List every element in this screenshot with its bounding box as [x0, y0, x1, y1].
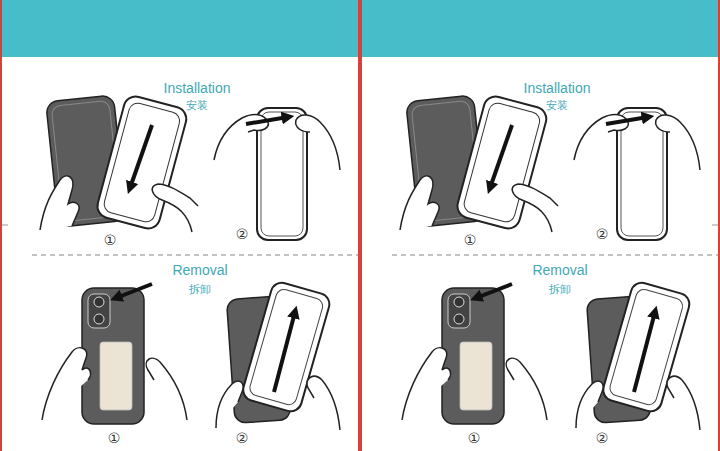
step-number: ②: [596, 431, 609, 446]
text-wrap: Installation: [164, 79, 231, 97]
section-heading: Installation: [524, 81, 591, 96]
text-wrap: ①: [468, 429, 481, 447]
instruction-panel: Installation 安装 ① ② Removal 拆卸 ① ②: [0, 0, 360, 451]
text-wrap: ①: [104, 231, 117, 249]
text-wrap: 拆卸: [189, 279, 211, 297]
text-wrap: ②: [236, 225, 249, 243]
text-wrap: Installation: [524, 79, 591, 97]
text-wrap: 拆卸: [549, 279, 571, 297]
step-number: ①: [464, 233, 477, 248]
step-number: ②: [236, 227, 249, 242]
text-wrap: ①: [108, 429, 121, 447]
step-number: ①: [108, 431, 121, 446]
text-wrap: ②: [596, 225, 609, 243]
section-heading: 安装: [546, 99, 568, 111]
text-wrap: ①: [464, 231, 477, 249]
text-wrap: 安装: [546, 95, 568, 113]
section-heading: Installation: [164, 81, 231, 96]
text-wrap: ②: [236, 429, 249, 447]
text-wrap: Removal: [532, 261, 587, 279]
text-wrap: ②: [596, 429, 609, 447]
instruction-panel: Installation 安装 ① ② Removal 拆卸 ① ②: [360, 0, 720, 451]
step-number: ①: [468, 431, 481, 446]
text-wrap: Removal: [172, 261, 227, 279]
section-heading: 拆卸: [189, 283, 211, 295]
step-number: ②: [236, 431, 249, 446]
text-wrap: 安装: [186, 95, 208, 113]
section-heading: Removal: [172, 263, 227, 278]
section-heading: 安装: [186, 99, 208, 111]
step-number: ②: [596, 227, 609, 242]
section-heading: Removal: [532, 263, 587, 278]
step-number: ①: [104, 233, 117, 248]
section-heading: 拆卸: [549, 283, 571, 295]
